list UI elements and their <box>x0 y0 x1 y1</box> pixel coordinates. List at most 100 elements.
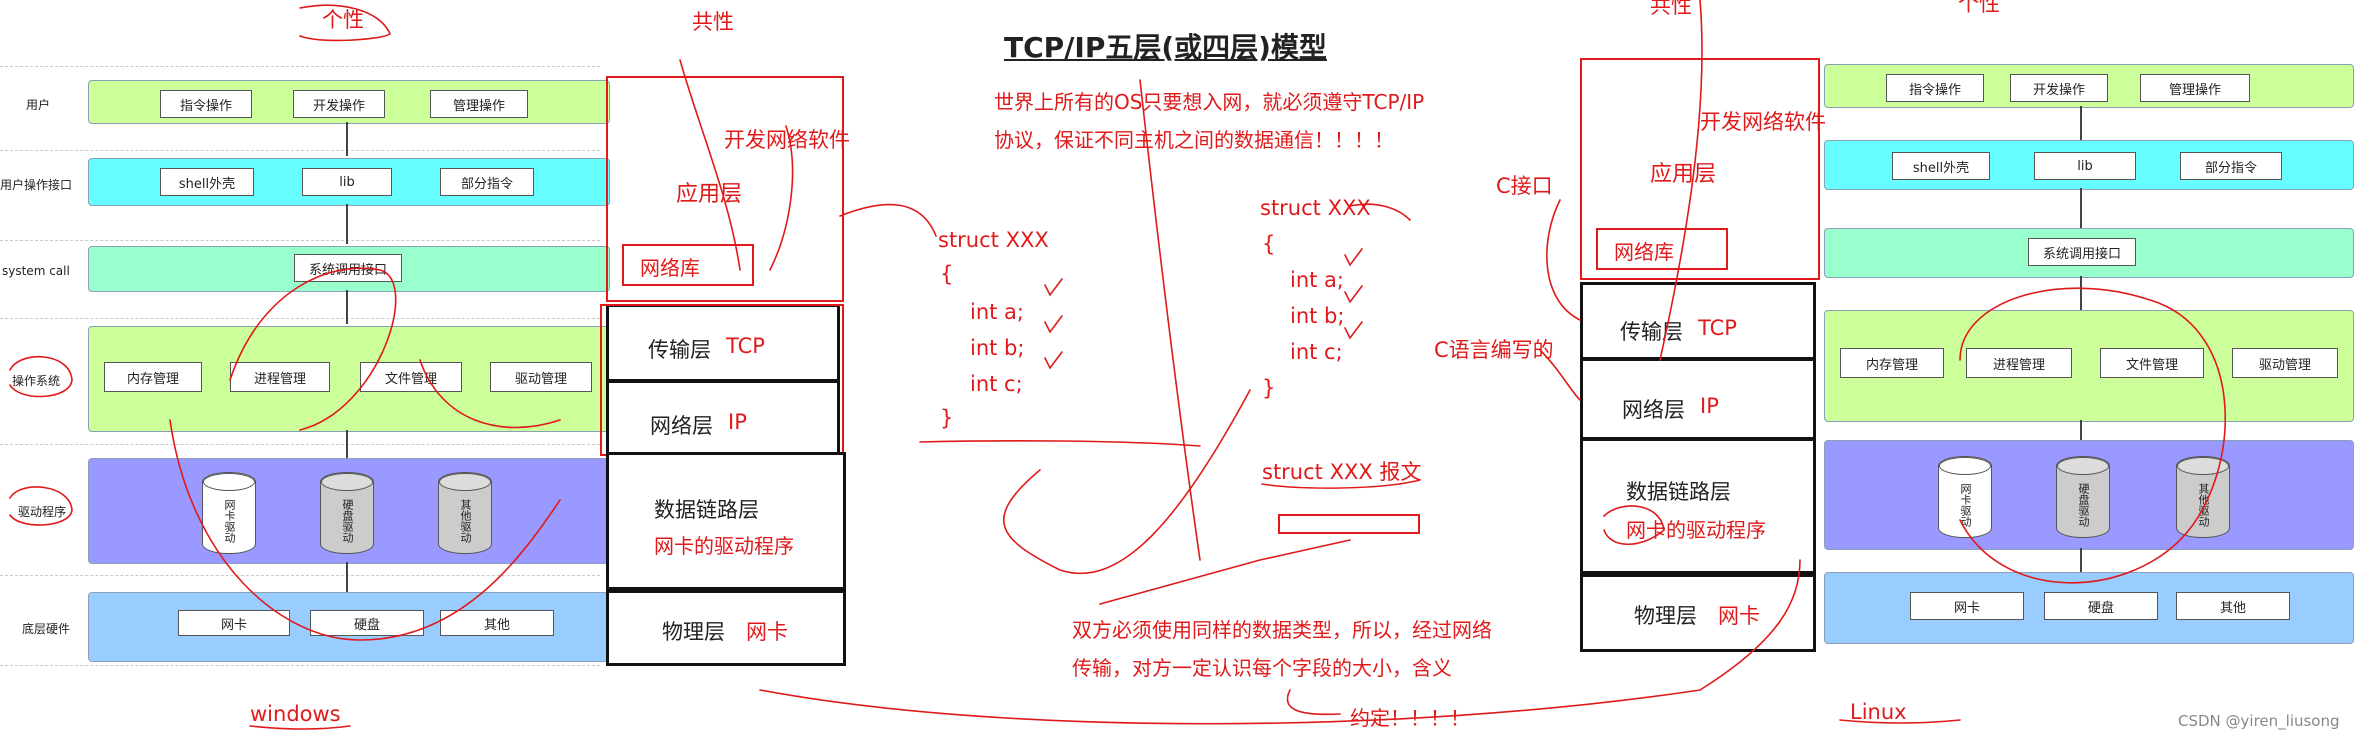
right-network-proto: IP <box>1700 394 1719 418</box>
arrow-4 <box>346 430 348 460</box>
right-network-layer <box>1580 358 1816 440</box>
right-driver-cylinder-3: 其他驱动 <box>2176 456 2230 538</box>
struct-left-b: int b; <box>970 336 1025 360</box>
right-datalink-label: 数据链路层 <box>1626 480 1731 504</box>
row-label-hardware: 底层硬件 <box>22 622 71 636</box>
right-user-box-2: 开发操作 <box>2010 74 2108 102</box>
arrow-2 <box>346 204 348 244</box>
right-physical-note: 网卡 <box>1718 604 1760 628</box>
driver-cylinder-2: 硬盘驱动 <box>320 472 374 554</box>
left-transport-network-outline <box>600 304 844 456</box>
right-netlib-label: 网络库 <box>1614 240 1674 264</box>
watermark: CSDN @yiren_liusong <box>2178 712 2340 730</box>
interface-box-1: shell外壳 <box>160 168 254 196</box>
right-datalink-layer <box>1580 438 1816 574</box>
right-os-box-1: 内存管理 <box>1840 348 1944 378</box>
right-arrow-1 <box>2080 106 2082 142</box>
arrow-1 <box>346 122 348 156</box>
left-datalink-note: 网卡的驱动程序 <box>654 534 794 558</box>
struct-right-open: { <box>1262 232 1276 256</box>
right-os-box-4: 驱动管理 <box>2232 348 2338 378</box>
struct-right-b: int b; <box>1290 304 1345 328</box>
hardware-box-2: 硬盘 <box>310 610 424 636</box>
struct-right-c: int c; <box>1290 340 1343 364</box>
struct-right-close: } <box>1262 376 1276 400</box>
left-note-personality: 个性 <box>322 8 364 32</box>
right-datalink-note: 网卡的驱动程序 <box>1626 518 1766 542</box>
left-datalink-label: 数据链路层 <box>654 498 759 522</box>
driver-cylinder-1: 网卡驱动 <box>202 472 256 554</box>
left-common: 共性 <box>692 10 734 34</box>
intro-line-2: 协议，保证不同主机之间的数据通信！！！！ <box>994 128 1394 152</box>
struct-left-a: int a; <box>970 300 1024 324</box>
struct-left-open: { <box>940 262 954 286</box>
interface-box-2: lib <box>302 168 392 196</box>
right-physical-label: 物理层 <box>1634 604 1697 628</box>
packet-label: struct XXX 报文 <box>1262 460 1422 484</box>
left-physical-label: 物理层 <box>662 620 725 644</box>
right-user-box-1: 指令操作 <box>1886 74 1984 102</box>
left-dev-software: 开发网络软件 <box>724 128 850 152</box>
left-netlib-label: 网络库 <box>640 256 700 280</box>
right-network-label: 网络层 <box>1622 398 1685 422</box>
right-arrow-2 <box>2080 188 2082 228</box>
user-box-1: 指令操作 <box>160 90 252 118</box>
right-interface-box-3: 部分指令 <box>2180 152 2282 180</box>
struct-right-a: int a; <box>1290 268 1344 292</box>
note-bottom-2: 传输，对方一定认识每个字段的大小，含义 <box>1072 656 1452 680</box>
user-box-3: 管理操作 <box>430 90 528 118</box>
driver-cylinder-3: 其他驱动 <box>438 472 492 554</box>
hardware-box-1: 网卡 <box>178 610 290 636</box>
agreement-note: 约定！！！！ <box>1350 706 1470 730</box>
right-arrow-4 <box>2080 420 2082 440</box>
row-label-driver: 驱动程序 <box>18 505 67 519</box>
struct-left-c: int c; <box>970 372 1023 396</box>
right-hardware-box-1: 网卡 <box>1910 592 2024 620</box>
right-caption-linux: Linux <box>1850 700 1907 724</box>
os-box-3: 文件管理 <box>360 362 462 392</box>
right-arrow-5 <box>2080 548 2082 572</box>
right-hardware-box-2: 硬盘 <box>2044 592 2158 620</box>
right-driver-cylinder-1: 网卡驱动 <box>1938 456 1992 538</box>
diagram-title: TCP/IP五层(或四层)模型 <box>1004 31 1327 64</box>
left-physical-note: 网卡 <box>746 620 788 644</box>
interface-box-3: 部分指令 <box>440 168 534 196</box>
row-label-interface: 用户操作接口 <box>0 178 73 192</box>
right-user-box-3: 管理操作 <box>2140 74 2250 102</box>
right-hardware-box-3: 其他 <box>2176 592 2290 620</box>
left-transport-proto: TCP <box>726 334 765 358</box>
right-os-box-3: 文件管理 <box>2100 348 2204 378</box>
intro-line-1: 世界上所有的OS只要想入网，就必须遵守TCP/IP <box>994 90 1425 114</box>
left-caption-windows: windows <box>250 702 341 726</box>
row-label-user: 用户 <box>26 98 51 112</box>
left-transport-label: 传输层 <box>648 338 711 362</box>
right-os-box-2: 进程管理 <box>1966 348 2072 378</box>
struct-left-close: } <box>940 406 954 430</box>
left-app-label: 应用层 <box>676 182 743 207</box>
right-arrow-3 <box>2080 276 2082 310</box>
right-common: 共性 <box>1650 0 1692 18</box>
right-interface-box-1: shell外壳 <box>1892 152 1990 180</box>
right-app-label: 应用层 <box>1650 162 1717 187</box>
struct-right-name: struct XXX <box>1260 196 1371 220</box>
syscall-box: 系统调用接口 <box>294 254 402 282</box>
right-transport-label: 传输层 <box>1620 320 1683 344</box>
right-note-personality: 个性 <box>1958 0 2000 16</box>
os-box-2: 进程管理 <box>230 362 330 392</box>
hardware-box-3: 其他 <box>440 610 554 636</box>
right-transport-proto: TCP <box>1698 316 1737 340</box>
user-box-2: 开发操作 <box>293 90 385 118</box>
right-c-written: C语言编写的 <box>1434 338 1554 362</box>
left-network-label: 网络层 <box>650 414 713 438</box>
row-label-syscall: system call <box>2 264 70 278</box>
note-bottom-1: 双方必须使用同样的数据类型，所以，经过网络 <box>1072 618 1492 642</box>
left-physical-layer <box>606 590 846 666</box>
right-syscall-box: 系统调用接口 <box>2028 238 2136 266</box>
right-interface-box-2: lib <box>2034 152 2136 180</box>
right-driver-cylinder-2: 硬盘驱动 <box>2056 456 2110 538</box>
arrow-5 <box>346 562 348 592</box>
row-label-os: 操作系统 <box>12 374 61 388</box>
right-physical-layer <box>1580 574 1816 652</box>
os-box-4: 驱动管理 <box>490 362 592 392</box>
left-network-proto: IP <box>728 410 747 434</box>
